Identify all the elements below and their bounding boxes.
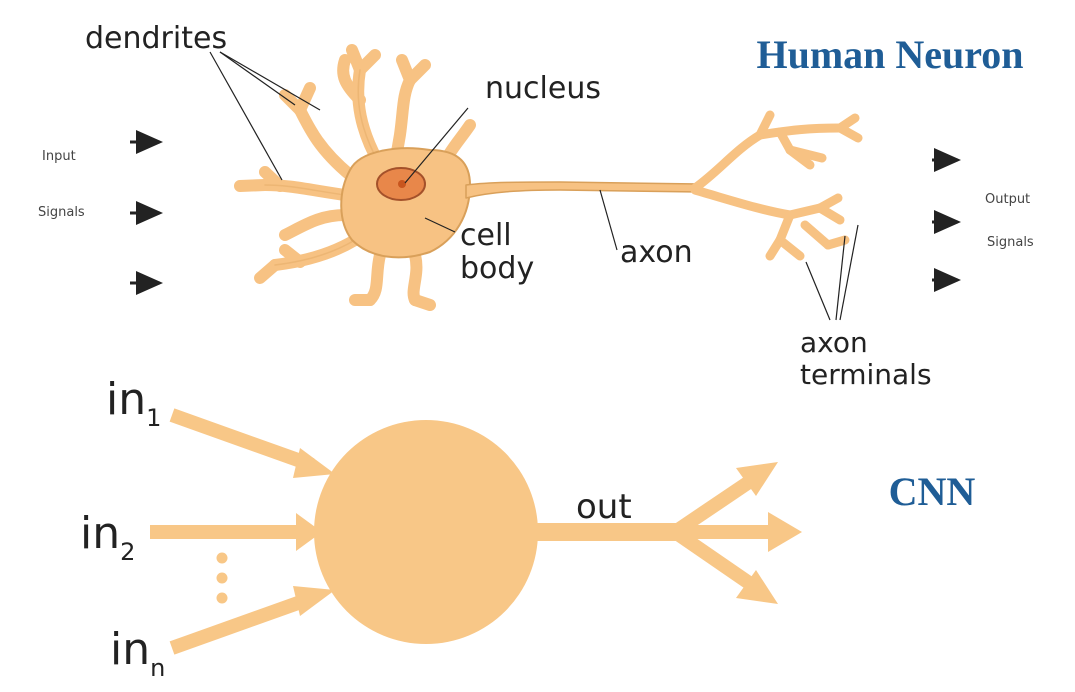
output-arrows xyxy=(932,160,958,280)
label-inn-base: in xyxy=(110,624,150,675)
cnn-input-head-1 xyxy=(293,448,335,478)
cnn-neuron-circle xyxy=(314,420,538,644)
cnn-input-arrow-n xyxy=(172,598,312,648)
ellipsis-dot-3 xyxy=(217,593,228,604)
label-output-line2: Signals xyxy=(987,235,1034,250)
cnn-input-head-n xyxy=(293,586,335,616)
label-body-line2: body xyxy=(460,251,534,286)
label-axon: axon xyxy=(620,235,693,270)
label-axon-terminals-line1: axon xyxy=(800,326,868,359)
label-out: out xyxy=(576,487,632,527)
axon-shape xyxy=(466,182,700,198)
cell-body-shape xyxy=(341,148,470,257)
label-dendrites: dendrites xyxy=(85,21,227,56)
label-input-line1: Input xyxy=(42,149,76,164)
cnn-output-branch-up xyxy=(675,480,752,532)
cnn-output-branch-down xyxy=(675,532,752,585)
axon-terminals-shape xyxy=(695,115,858,256)
label-input-line2: Signals xyxy=(38,205,85,220)
cnn-illustration xyxy=(150,415,802,648)
label-axon-terminals-line2: terminals xyxy=(800,358,932,391)
label-inn-sub: n xyxy=(150,654,165,682)
label-in2-sub: 2 xyxy=(120,538,135,566)
label-inn: inn xyxy=(110,624,165,682)
label-in1-base: in xyxy=(106,374,146,425)
input-arrows xyxy=(130,142,160,283)
title-human-neuron: Human Neuron xyxy=(756,32,1023,77)
nucleolus-shape xyxy=(398,180,406,188)
ellipsis-dot-2 xyxy=(217,573,228,584)
label-in1: in1 xyxy=(106,374,161,432)
ellipsis-dot-1 xyxy=(217,553,228,564)
label-in2: in2 xyxy=(80,508,135,566)
label-in1-sub: 1 xyxy=(146,404,161,432)
cnn-input-arrow-1 xyxy=(172,415,312,465)
cnn-input-arrows xyxy=(150,415,312,648)
label-in2-base: in xyxy=(80,508,120,559)
label-cell-line1: cell xyxy=(460,218,512,253)
cnn-output-head-mid xyxy=(768,512,802,552)
label-nucleus: nucleus xyxy=(485,71,601,106)
label-output-line1: Output xyxy=(985,192,1030,207)
cnn-output-branches xyxy=(675,480,772,585)
title-cnn: CNN xyxy=(889,469,976,514)
